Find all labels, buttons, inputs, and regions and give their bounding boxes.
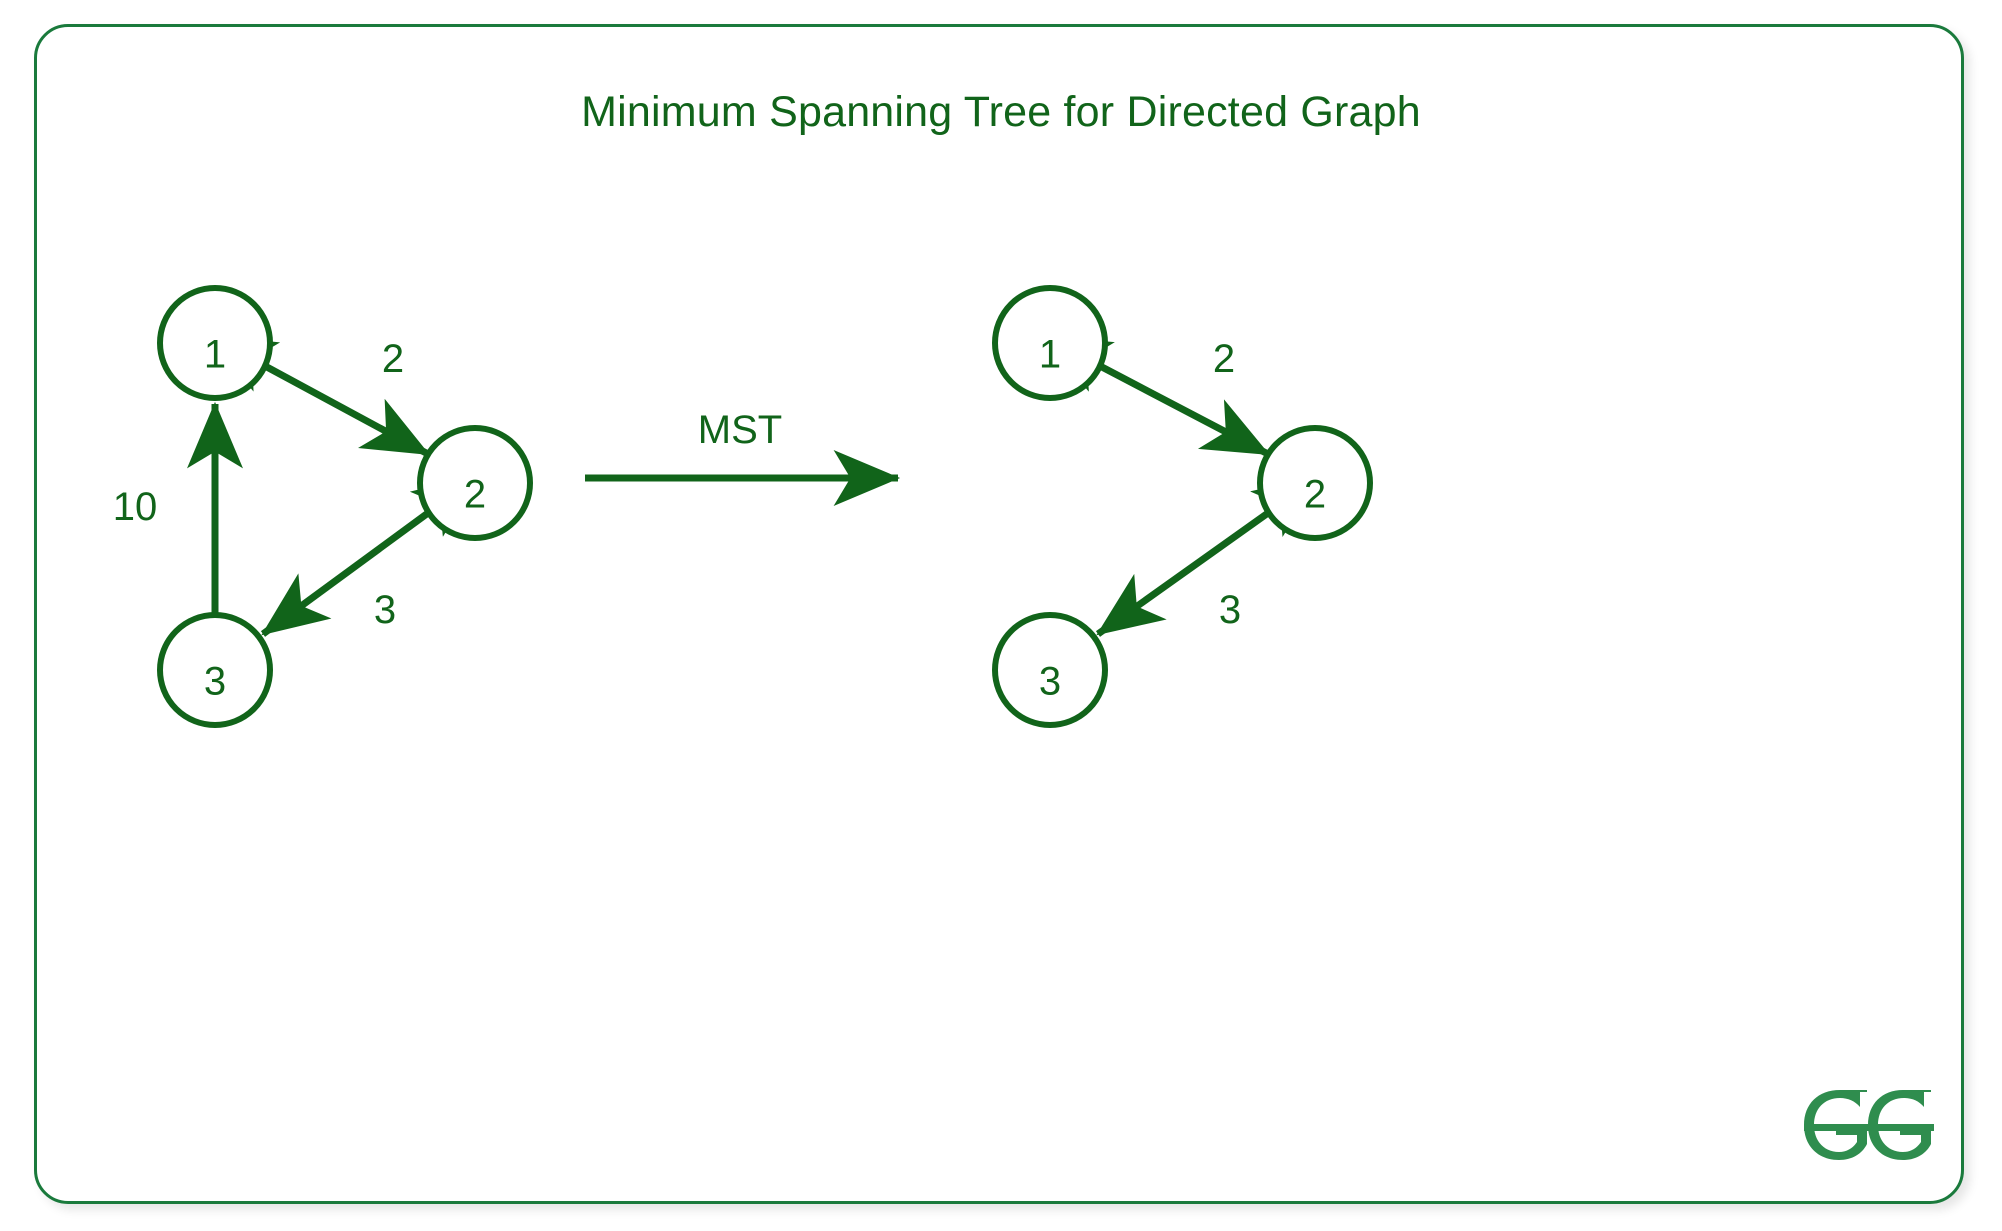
node-1-label: 1 [204,333,226,377]
mst-edge-2-3 [1095,475,1321,637]
mst-node-2[interactable] [1257,425,1373,541]
node-2[interactable] [417,425,533,541]
mst-node-3[interactable] [992,612,1108,728]
output-minimum-spanning-tree: 1 2 3 2 3 [992,285,1373,728]
mst-node-3-label: 3 [1039,660,1061,704]
mst-edge-1-2-weight: 2 [1213,337,1235,381]
mst-node-1-label: 1 [1039,333,1061,377]
edge-2-3-weight: 3 [374,588,396,632]
node-1[interactable] [157,285,273,401]
edge-1-2-weight: 2 [382,337,404,381]
edge-2-3 [260,474,480,637]
page-title: Minimum Spanning Tree for Directed Graph [581,88,1421,136]
node-2-label: 2 [464,473,486,517]
node-3-label: 3 [204,660,226,704]
input-directed-graph: 1 2 3 2 10 3 [113,285,533,728]
mst-node-2-label: 2 [1304,473,1326,517]
edge-1-2 [208,335,430,458]
geeksforgeeks-logo [1804,1090,1934,1160]
mst-edge-1-2 [1042,336,1270,458]
mst-edge-2-3-weight: 3 [1219,588,1241,632]
mst-node-1[interactable] [992,285,1108,401]
node-3[interactable] [157,612,273,728]
edge-3-1-weight: 10 [113,485,158,529]
mst-arrow-label: MST [698,408,782,452]
mst-transform: MST [585,408,901,506]
